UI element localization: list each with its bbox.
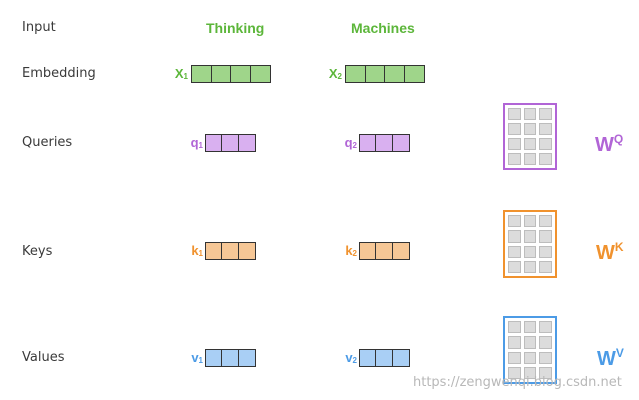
row-label-values: Values <box>22 350 65 365</box>
weight-label-wq: WQ <box>595 132 624 156</box>
weight-label-wk: WK <box>596 240 624 264</box>
query-vector-q2 <box>359 134 410 152</box>
value-v2-label: v2 <box>345 350 357 365</box>
key-k1-label: k1 <box>191 243 203 258</box>
value-v1-label: v1 <box>191 350 203 365</box>
weight-matrix-wv <box>503 316 557 384</box>
input-word-machines: Machines <box>351 20 415 36</box>
weight-label-wv: WV <box>597 346 624 370</box>
row-label-queries: Queries <box>22 135 73 150</box>
weight-matrix-wq <box>503 103 557 170</box>
value-vector-v2 <box>359 349 410 367</box>
embedding-x1-label: X1 <box>174 66 188 81</box>
row-label-keys: Keys <box>22 244 53 259</box>
query-q1-label: q1 <box>190 135 203 150</box>
input-word-thinking: Thinking <box>206 20 265 36</box>
query-vector-q1 <box>205 134 256 152</box>
key-k2-label: k2 <box>345 243 357 258</box>
embedding-x2-label: X2 <box>328 66 342 81</box>
query-q2-label: q2 <box>344 135 357 150</box>
watermark: https://zengwenqi.blog.csdn.net <box>413 375 622 390</box>
embedding-vector-x2 <box>345 65 425 83</box>
row-label-embedding: Embedding <box>22 66 96 81</box>
value-vector-v1 <box>205 349 256 367</box>
key-vector-k2 <box>359 242 410 260</box>
key-vector-k1 <box>205 242 256 260</box>
weight-matrix-wk <box>503 210 557 278</box>
row-label-input: Input <box>22 20 56 35</box>
embedding-vector-x1 <box>191 65 271 83</box>
